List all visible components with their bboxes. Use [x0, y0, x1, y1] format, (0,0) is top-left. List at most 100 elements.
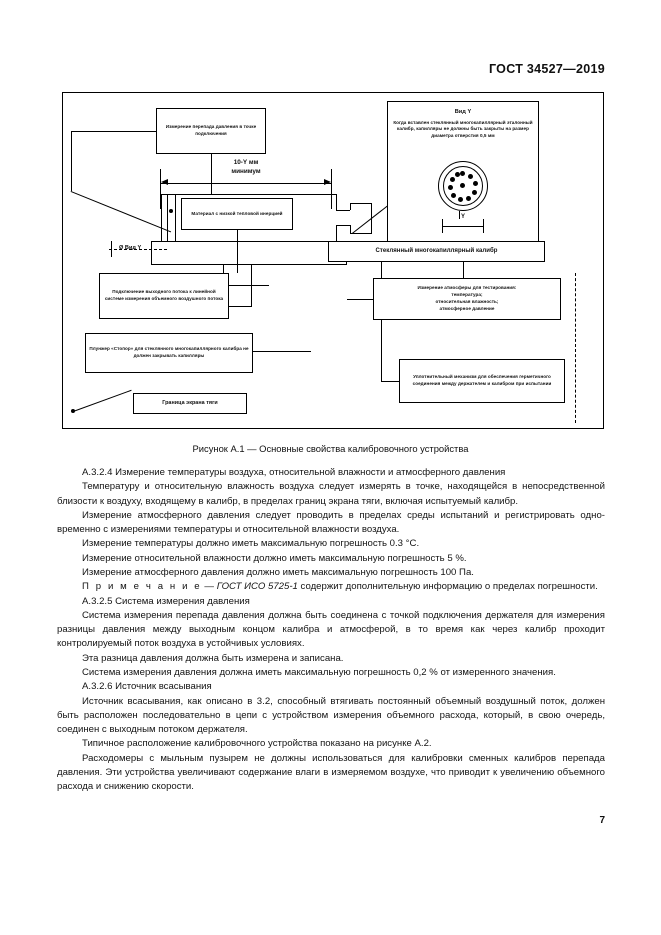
callout-low-thermal-material: Материал с низкой тепловой инерцией — [181, 198, 293, 230]
material-box-leader — [237, 230, 238, 273]
callout-atmosphere-line3: атмосферное давление — [439, 305, 495, 311]
lower-body-bottom — [151, 264, 347, 266]
heading-a325: A.3.2.5 Система измерения давления — [82, 595, 250, 607]
callout-glass-gauge: Стеклянный многокапиллярный калибр — [328, 241, 545, 262]
callout-outlet-connection-label: Подключение выходного потока к линейной … — [104, 289, 224, 301]
dimension-note: минимум — [231, 167, 261, 175]
callout-plunger-stop-label: Плунжер «Стопор» для стеклянного многока… — [89, 346, 249, 358]
callout-view-y-body: Когда вставлен стеклянный многокапиллярн… — [393, 119, 533, 139]
callout-plunger-stop: Плунжер «Стопор» для стеклянного многока… — [85, 333, 253, 373]
dimension-arrow-left-icon — [161, 179, 168, 185]
inlet-channel-right — [175, 194, 176, 241]
callout-outlet-connection: Подключение выходного потока к линейной … — [99, 273, 229, 319]
callout-glass-gauge-label: Стеклянный многокапиллярный калибр — [375, 247, 498, 254]
figure-caption: Рисунок А.1 — Основные свойства калибров… — [192, 443, 469, 454]
heading-a326: A.3.2.6 Источник всасывания — [82, 681, 212, 693]
capillary-dot — [473, 181, 478, 186]
capillary-dot — [450, 177, 455, 182]
duct-left-line — [161, 194, 163, 241]
barrel-left-lower — [350, 225, 352, 233]
capillary-dot — [451, 193, 456, 198]
note-block: П р и м е ч а н и е — ГОСТ ИСО 5725-1 со… — [57, 580, 605, 594]
capillary-dot — [458, 197, 463, 202]
atm-box-leader — [347, 299, 373, 300]
paragraph-3: Измерение температуры должно иметь макси… — [82, 538, 420, 550]
gauge-dim-line — [442, 226, 484, 228]
paragraph-5: Измерение атмосферного давления должно и… — [82, 566, 474, 578]
seal-box-leader — [381, 381, 399, 382]
callout-view-y-content: Вид Y Когда вставлен стеклянный многокап… — [391, 108, 535, 140]
plunger-box-leader — [253, 351, 311, 352]
screen-border-leader — [73, 389, 132, 412]
callout-atmosphere-title: Измерение атмосферы для тестирования: — [417, 285, 517, 291]
paragraph-7: Эта разница давления должна быть измерен… — [82, 652, 344, 664]
dp-box-leader-down — [71, 131, 72, 191]
note-dash: — — [201, 581, 217, 593]
callout-atmosphere-content: Измерение атмосферы для тестирования: те… — [377, 285, 557, 313]
gauge-dim-label: Y — [460, 214, 465, 220]
gauge-inner-circle — [443, 166, 483, 206]
capillary-dot — [468, 174, 473, 179]
paragraph-4: Измерение относительной влажности должно… — [82, 552, 467, 564]
dimension-line — [160, 183, 332, 185]
capillary-dot — [472, 190, 477, 195]
paragraph-9: Источник всасывания, как описано в 3.2, … — [57, 695, 605, 736]
dimension-text: 10-Y мм минимум — [160, 159, 332, 176]
note-rest: содержит дополнительную информацию о пре… — [297, 581, 598, 593]
duct-right-lower — [336, 225, 338, 242]
diameter-label: Ø Вид Y — [119, 245, 142, 251]
duct-bottom-line — [151, 241, 347, 243]
callout-atmosphere-measurement: Измерение атмосферы для тестирования: те… — [373, 278, 561, 320]
callout-screen-border-label: Граница экрана тяги — [162, 400, 218, 407]
barrel-bottom — [350, 233, 372, 235]
gauge-cross-section: Y — [434, 161, 492, 241]
gauge-dim-stem — [459, 211, 461, 219]
view-box-leader — [463, 251, 464, 278]
capillary-dot-center — [460, 183, 465, 188]
callout-view-y-title: Вид Y — [454, 109, 472, 115]
callout-differential-pressure-label: Измерение перепада давления в точке подк… — [165, 124, 257, 136]
capillary-dot — [466, 196, 471, 201]
dimension-ext-left — [160, 169, 162, 209]
page-number: 7 — [599, 815, 605, 826]
paragraph-1: Температуру и относительную влажность во… — [57, 481, 605, 507]
duct-right-upper — [336, 194, 338, 210]
dimension-10y: 10-Y мм минимум — [160, 159, 333, 209]
pressure-tap-dot — [169, 209, 173, 213]
capillary-dot — [460, 171, 465, 176]
callout-differential-pressure: Измерение перепада давления в точке подк… — [156, 108, 266, 154]
diameter-dash-line — [109, 249, 167, 250]
inlet-channel-left — [167, 194, 168, 241]
paragraph-6: Система измерения перепада давления долж… — [57, 609, 605, 650]
outlet-box-leader — [229, 285, 269, 286]
neck-top — [336, 210, 350, 212]
callout-low-thermal-material-label: Материал с низкой тепловой инерцией — [191, 210, 283, 216]
neck-bottom — [336, 225, 350, 227]
note-label: П р и м е ч а н и е — [82, 581, 202, 593]
lower-body-left — [151, 241, 153, 264]
callout-atmosphere-line2: относительная влажность; — [435, 299, 499, 304]
paragraph-11: Расходомеры с мыльным пузырем не должны … — [57, 752, 605, 793]
paragraph-8: Система измерения давления должна иметь … — [82, 666, 556, 678]
heading-a324: A.3.2.4 Измерение температуры воздуха, о… — [82, 467, 506, 478]
barrel-left-upper — [350, 203, 352, 210]
dimension-ext-right — [331, 169, 333, 209]
dimension-value: 10-Y мм — [233, 159, 259, 166]
paragraph-10: Типичное расположение калибровочного уст… — [82, 738, 432, 750]
figure-a1: 10-Y мм минимум Ø Вид Y Измерение перепа… — [62, 92, 604, 429]
capillary-dot — [455, 172, 460, 177]
note-reference: ГОСТ ИСО 5725-1 — [216, 581, 298, 593]
duct-top-line — [161, 194, 337, 196]
dimension-arrow-right-icon — [324, 179, 331, 185]
barrel-top — [350, 203, 372, 205]
callout-sealing-mechanism-label: Уплотнительный механизм для обеспечения … — [412, 374, 552, 386]
dp-box-leader-diag — [70, 191, 172, 233]
dp-box-leader — [211, 154, 212, 194]
screen-border-leader-dot — [71, 409, 75, 413]
callout-screen-border: Граница экрана тяги — [133, 393, 247, 414]
callout-atmosphere-line1: температура; — [451, 292, 483, 298]
capillary-dot — [448, 185, 453, 190]
body-text: A.3.2.4 Измерение температуры воздуха, о… — [57, 466, 605, 794]
callout-sealing-mechanism: Уплотнительный механизм для обеспечения … — [399, 359, 565, 403]
